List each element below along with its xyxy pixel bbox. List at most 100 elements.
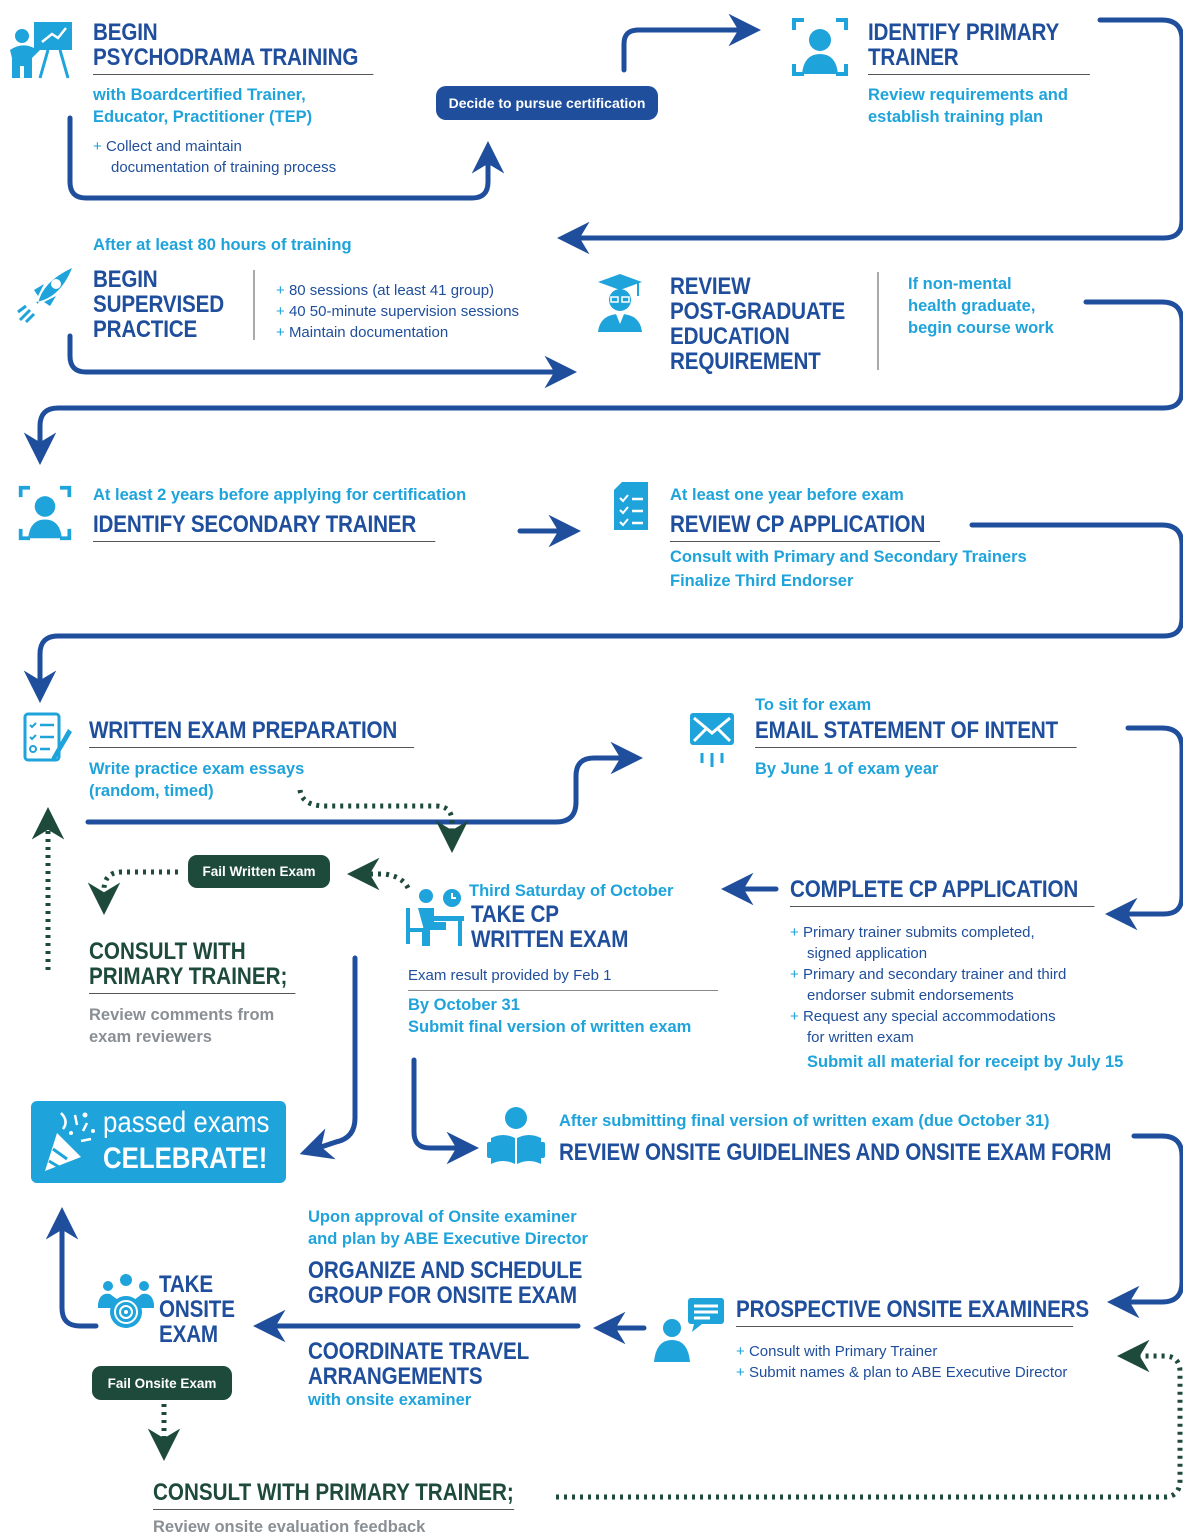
fail-written-pill: Fail Written Exam — [188, 855, 330, 888]
bullet-documentation: Maintain documentation — [276, 322, 519, 343]
supervised-title-3: PRACTICE — [93, 316, 198, 343]
supervised-title-1: BEGIN — [93, 266, 158, 293]
fail-written-sub-2: exam reviewers — [89, 1028, 212, 1046]
supervised-pre: After at least 80 hours of training — [93, 236, 352, 254]
postgrad-side-3: begin course work — [908, 319, 1054, 337]
complete-app-deadline: Submit all material for receipt by July … — [807, 1053, 1124, 1071]
celebrate-line-1: passed exams — [103, 1106, 270, 1139]
presentation-icon — [10, 22, 72, 79]
person-focus-icon — [792, 18, 848, 76]
written-exam-sub-2: Submit final version of written exam — [408, 1018, 692, 1036]
bullet-accommodations-cont: for written exam — [807, 1029, 914, 1046]
begin-training-title-2: PSYCHODRAMA TRAINING — [93, 45, 374, 75]
connector-primary-to-review — [557, 17, 1183, 255]
dotted-consult-to-examiners — [556, 1339, 1183, 1500]
begin-training-bullet: Collect and maintain documentation of tr… — [93, 136, 336, 178]
dotted-prep-to-written — [297, 789, 469, 853]
connector-written-to-celebrate — [299, 955, 358, 1160]
onsite-title-2: ONSITE — [159, 1296, 235, 1323]
reader-icon — [487, 1107, 545, 1164]
speaker-chat-icon — [654, 1298, 724, 1362]
bullet-supervision: 40 50-minute supervision sessions — [276, 301, 519, 322]
begin-training-sub-2: Educator, Practitioner (TEP) — [93, 108, 313, 126]
rocket-icon — [17, 268, 72, 324]
primary-trainer-sub-1: Review requirements and — [868, 86, 1068, 104]
written-exam-note: Exam result provided by Feb 1 — [408, 965, 718, 991]
connector-practice-to-postgrad — [67, 333, 577, 389]
email-icon — [690, 713, 734, 767]
postgrad-side-1: If non-mental — [908, 275, 1012, 293]
begin-training-title-1: BEGIN — [93, 19, 158, 46]
written-prep-sub-2: (random, timed) — [89, 782, 214, 800]
fail-written-sub-1: Review comments from — [89, 1006, 275, 1024]
celebrate-box: passed exams CELEBRATE! — [31, 1101, 286, 1183]
group-target-icon — [98, 1274, 154, 1328]
primary-trainer-sub-2: establish training plan — [868, 108, 1044, 126]
fail-onsite-pill: Fail Onsite Exam — [92, 1366, 232, 1400]
complete-app-bullets: Primary trainer submits completed, signe… — [790, 922, 1066, 1048]
written-exam-title-2: WRITTEN EXAM — [471, 926, 629, 953]
bullet-endorsements-cont: endorser submit endorsements — [807, 987, 1014, 1004]
bullet-primary-submits: Primary trainer submits completed, — [790, 922, 1066, 943]
exam-sheet-icon — [23, 712, 72, 762]
bullet-collect: Collect and maintain — [93, 136, 336, 157]
connector-written-to-guidelines — [411, 1057, 479, 1165]
party-popper-icon — [45, 1112, 95, 1171]
email-title: EMAIL STATEMENT OF INTENT — [755, 718, 1077, 748]
secondary-pre: At least 2 years before applying for cer… — [93, 486, 467, 504]
fail-written-title-2: PRIMARY TRAINER; — [89, 964, 296, 994]
connector-guidelines-to-examiners — [1107, 1133, 1183, 1319]
primary-trainer-title-2: TRAINER — [868, 45, 1090, 75]
supervised-bullets: 80 sessions (at least 41 group) 40 50-mi… — [276, 280, 519, 343]
decide-certification-pill: Decide to pursue certification — [436, 86, 658, 120]
connector-prep-to-email — [85, 741, 643, 825]
bullet-collect-cont: documentation of training process — [111, 159, 337, 176]
supervised-title-2: SUPERVISED — [93, 291, 224, 318]
organize-sub: with onsite examiner — [308, 1391, 472, 1409]
guidelines-pre: After submitting final version of writte… — [559, 1112, 1050, 1130]
examiners-title: PROSPECTIVE ONSITE EXAMINERS — [736, 1297, 1089, 1327]
dotted-fail-to-consult — [87, 869, 178, 915]
postgrad-title-3: EDUCATION — [670, 323, 790, 350]
fail-onsite-sub: Review onsite evaluation feedback — [153, 1518, 426, 1536]
written-exam-pre: Third Saturday of October — [469, 882, 674, 900]
graduate-icon — [598, 274, 642, 332]
organize-pre-2: and plan by ABE Executive Director — [308, 1230, 588, 1248]
email-sub: By June 1 of exam year — [755, 760, 939, 778]
connector-onsite-to-celebrate — [45, 1207, 99, 1329]
cp-review-pre: At least one year before exam — [670, 486, 904, 504]
complete-app-title: COMPLETE CP APPLICATION — [790, 877, 1095, 907]
fail-written-title-1: CONSULT WITH — [89, 938, 246, 965]
postgrad-title-4: REQUIREMENT — [670, 348, 821, 375]
postgrad-side-2: health graduate, — [908, 297, 1036, 315]
organize-title-4: ARRANGEMENTS — [308, 1363, 483, 1390]
primary-trainer-title-1: IDENTIFY PRIMARY — [868, 19, 1060, 46]
written-prep-sub-1: Write practice exam essays — [89, 760, 305, 778]
postgrad-title-2: POST-GRADUATE — [670, 298, 846, 325]
connector-training-to-decide — [67, 115, 505, 201]
fail-onsite-title: CONSULT WITH PRIMARY TRAINER; — [153, 1480, 515, 1510]
dotted-written-to-fail — [347, 857, 411, 891]
cp-review-title: REVIEW CP APPLICATION — [670, 512, 941, 542]
organize-title-3: COORDINATE TRAVEL — [308, 1338, 530, 1365]
desk-clock-icon — [406, 889, 464, 946]
email-pre: To sit for exam — [755, 696, 872, 714]
bullet-consult-primary: Consult with Primary Trainer — [736, 1341, 1067, 1362]
organize-title-2: GROUP FOR ONSITE EXAM — [308, 1282, 577, 1309]
examiners-bullets: Consult with Primary Trainer Submit name… — [736, 1341, 1067, 1383]
postgrad-title-1: REVIEW — [670, 273, 751, 300]
guidelines-title: REVIEW ONSITE GUIDELINES AND ONSITE EXAM… — [559, 1139, 1112, 1166]
written-prep-title: WRITTEN EXAM PREPARATION — [89, 718, 415, 748]
onsite-title-3: EXAM — [159, 1321, 218, 1348]
person-focus-icon — [18, 485, 72, 541]
onsite-title-1: TAKE — [159, 1271, 213, 1298]
connector-postgrad-to-secondary — [23, 299, 1183, 465]
bullet-primary-submits-cont: signed application — [807, 945, 928, 962]
checklist-icon — [614, 482, 648, 530]
connector-cp-to-written-prep — [23, 522, 1183, 703]
secondary-title: IDENTIFY SECONDARY TRAINER — [93, 512, 436, 542]
celebrate-line-2: CELEBRATE! — [103, 1142, 268, 1175]
written-exam-title-1: TAKE CP — [471, 901, 559, 928]
bullet-endorsements: Primary and secondary trainer and third — [790, 964, 1066, 985]
